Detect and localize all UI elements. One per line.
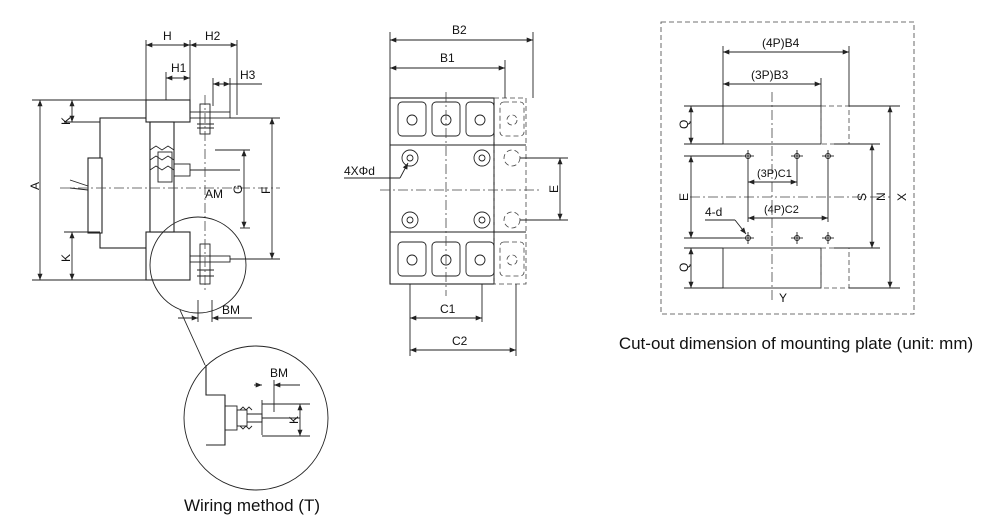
fourth-pole-outline xyxy=(493,97,527,285)
dim-Y: Y xyxy=(779,291,787,305)
mounting-holes xyxy=(401,149,521,229)
dim-C1: C1 xyxy=(440,302,456,316)
dim-cutout-E: E xyxy=(677,193,691,201)
dim-X: X xyxy=(895,193,909,201)
dim-H2: H2 xyxy=(205,29,221,43)
dim-H3: H3 xyxy=(240,68,256,82)
mounting-plate-border xyxy=(660,21,915,315)
dim-S: S xyxy=(855,193,869,201)
terminal-stud-bottom xyxy=(189,243,231,285)
dim-K-top: K xyxy=(59,117,73,125)
terminal-stud-middle xyxy=(173,163,240,177)
dim-Q-top: Q xyxy=(677,120,691,129)
detail-dim-K: K xyxy=(287,416,301,424)
cutout-holes xyxy=(742,150,834,244)
dim-B3: (3P)B3 xyxy=(751,68,789,82)
detail-caption: Wiring method (T) xyxy=(184,496,320,515)
dim-A: A xyxy=(28,182,42,190)
cutout-caption: Cut-out dimension of mounting plate (uni… xyxy=(619,334,973,353)
cutout-view: (4P)B4 (3P)B3 (3P)C1 (4P)C2 4-d Q E Q xyxy=(619,21,973,353)
dim-H1: H1 xyxy=(171,61,187,75)
dim-AM: AM xyxy=(205,187,223,201)
dim-N: N xyxy=(874,192,888,201)
side-view: H H2 H1 H3 A K K F G AM BM xyxy=(28,29,280,366)
terminal-stud-top xyxy=(189,103,231,135)
dim-B2: B2 xyxy=(452,23,467,37)
dim-F: F xyxy=(259,187,273,194)
dim-E: E xyxy=(547,185,561,193)
dim-B4: (4P)B4 xyxy=(762,36,800,50)
dim-K-bottom: K xyxy=(59,254,73,262)
dim-hole: 4XΦd xyxy=(344,164,375,178)
detail-dim-BM: BM xyxy=(270,366,288,380)
dim-cutout-C1: (3P)C1 xyxy=(757,168,792,180)
dim-cutout-C2: (4P)C2 xyxy=(764,204,799,216)
bottom-terminal-row xyxy=(397,241,525,277)
dim-cutout-hole: 4-d xyxy=(705,205,722,219)
dim-Q-bottom: Q xyxy=(677,263,691,272)
dim-H: H xyxy=(163,29,172,43)
dim-G: G xyxy=(231,185,245,194)
dim-C2: C2 xyxy=(452,334,468,348)
breaker-side-body xyxy=(69,99,191,281)
dim-BM: BM xyxy=(222,303,240,317)
dim-B1: B1 xyxy=(440,51,455,65)
detail-view-wiring: BM K Wiring method (T) xyxy=(183,345,329,515)
breaker-front-body xyxy=(389,97,495,285)
detail-circle xyxy=(183,345,329,491)
front-view: B2 B1 E 4XΦd C1 C2 xyxy=(344,23,568,356)
